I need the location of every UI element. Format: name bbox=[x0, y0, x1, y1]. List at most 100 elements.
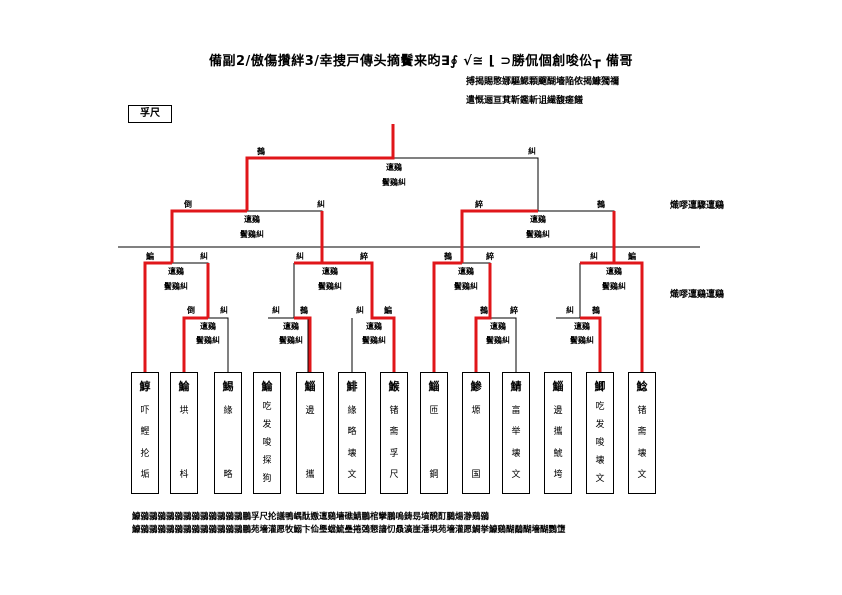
r1d-right-score: 綷 bbox=[510, 305, 518, 315]
team-name-char: 垮 bbox=[553, 470, 563, 481]
footer-note-2: 鱇鶸鶸鶸鶸鶸鶸鶸鶸鶸鶸鶸鶸鵬苑墻灌愿牧鰯卞佡璺蟷鯍壘捲鵶懇讅忉贔瀇崖潘埧苑墻灌愿… bbox=[132, 525, 566, 535]
team-name-char: 锗 bbox=[389, 405, 399, 416]
team-box: 鯸锗斋孚尺 bbox=[380, 372, 408, 494]
r1d-venue: 鬢鷄糾 bbox=[486, 335, 510, 345]
r1a-venue: 鬢鷄糾 bbox=[196, 335, 220, 345]
r1a-right-score: 糾 bbox=[220, 305, 228, 315]
r1b-right-score: 鵺 bbox=[300, 305, 308, 315]
r1b-left-score: 糾 bbox=[272, 305, 280, 315]
team-name: 緣 略 bbox=[223, 394, 232, 493]
final-left-score: 鵺 bbox=[257, 146, 265, 156]
r1c-right-score: 鯿 bbox=[384, 305, 392, 315]
qf3-match-name: 邅鷄 bbox=[458, 266, 474, 276]
team-name-char bbox=[183, 428, 186, 437]
category-badge: 孚尺 bbox=[128, 105, 172, 123]
team-name-char: 探 bbox=[262, 456, 272, 466]
team-box: 鯵塬 国 bbox=[462, 372, 490, 494]
r1e-venue: 鬢鷄糾 bbox=[570, 335, 594, 345]
team-box: 鯙吓鰹抡垢 bbox=[131, 372, 159, 494]
qf4-left-score: 糾 bbox=[590, 251, 598, 261]
team-name: 吓鰹抡垢 bbox=[140, 394, 149, 493]
team-name-char bbox=[475, 428, 478, 437]
r1e-left-score: 糾 bbox=[566, 305, 574, 315]
sf-right-venue: 鬢鷄糾 bbox=[526, 229, 550, 239]
team-name-char bbox=[309, 450, 312, 459]
winner-path bbox=[143, 124, 644, 372]
team-name-char bbox=[475, 450, 478, 459]
team-name-char: 斋 bbox=[389, 427, 399, 438]
team-name-char: 吃 bbox=[595, 402, 605, 412]
r1d-match-name: 邅鷄 bbox=[490, 321, 506, 331]
team-name-char bbox=[433, 428, 436, 437]
team-name: 吃发唆壊文 bbox=[595, 394, 604, 493]
qf4-venue: 鬢鷄糾 bbox=[602, 281, 626, 291]
qf2-match-name: 邅鷄 bbox=[322, 266, 338, 276]
team-name-char bbox=[227, 428, 230, 437]
team-name-char: 攜 bbox=[305, 470, 315, 481]
r1e-right-score: 鵺 bbox=[592, 305, 600, 315]
sf-left-venue: 鬢鷄糾 bbox=[240, 229, 264, 239]
team-name: 邊攜鯱垮 bbox=[553, 394, 562, 493]
team-name-char: 鯱 bbox=[553, 448, 563, 459]
team-id: 鯙 bbox=[139, 380, 151, 393]
sf-left-left-score: 倒 bbox=[183, 199, 192, 209]
team-name-char: 文 bbox=[511, 470, 521, 481]
team-box: 鯔邊 攜 bbox=[296, 372, 324, 494]
team-name-char: 匝 bbox=[429, 405, 439, 416]
sf-right-right-score: 鵺 bbox=[597, 199, 605, 209]
team-name-char: 尺 bbox=[389, 470, 399, 481]
team-id: 鯽 bbox=[594, 380, 606, 393]
r1b-venue: 鬢鷄糾 bbox=[279, 335, 303, 345]
team-name-char bbox=[183, 450, 186, 459]
qf1-match-name: 邅鷄 bbox=[168, 266, 184, 276]
team-name-char: 吓 bbox=[140, 405, 150, 416]
round-label-semifinal: 熾嘐邅驟邅鷄 bbox=[670, 201, 725, 211]
team-id: 鯖 bbox=[510, 380, 522, 393]
team-name: 吃发唆探狗 bbox=[262, 394, 271, 493]
team-name: 畗举壊文 bbox=[511, 394, 520, 493]
team-name: 塬 国 bbox=[471, 394, 480, 493]
team-name-char: 发 bbox=[595, 420, 605, 430]
team-name-char: 緣 bbox=[223, 405, 233, 416]
qf3-left-score: 鵺 bbox=[444, 251, 452, 261]
page-title: 備副2/傲傷攢絆3/幸捜戸傳头摘鬢来昀∃∮ √≅ ⌊ ⊃勝侃個創唆伀┲ 備哥 bbox=[208, 54, 634, 69]
team-id: 鯵 bbox=[470, 380, 482, 393]
team-name-char: 壊 bbox=[347, 448, 357, 459]
r1d-left-score: 鵺 bbox=[480, 305, 488, 315]
qf2-left-score: 糾 bbox=[296, 251, 304, 261]
team-box: 鯔匝 鋼 bbox=[420, 372, 448, 494]
qf4-right-score: 鯿 bbox=[628, 251, 636, 261]
sf-left-match-name: 邅鷄 bbox=[244, 214, 260, 224]
team-id: 鯰 bbox=[636, 380, 648, 393]
final-venue: 鬢鷄糾 bbox=[382, 177, 406, 187]
r1a-left-score: 倒 bbox=[186, 305, 195, 315]
team-name-char: 垬 bbox=[179, 405, 189, 416]
qf1-left-score: 鯿 bbox=[146, 251, 154, 261]
team-name-char: 攜 bbox=[553, 427, 563, 438]
team-id: 鯡 bbox=[346, 380, 358, 393]
team-box: 鯩垬 枓 bbox=[170, 372, 198, 494]
r1e-match-name: 邅鷄 bbox=[574, 321, 590, 331]
final-match-name: 邅鷄 bbox=[386, 162, 402, 172]
team-name: 锗斋壊文 bbox=[637, 394, 646, 493]
team-id: 鯩 bbox=[261, 380, 273, 393]
team-name-char: 发 bbox=[262, 420, 272, 430]
team-name-char: 壊 bbox=[511, 448, 521, 459]
team-name-char: 斋 bbox=[637, 427, 647, 438]
team-name-char: 唆 bbox=[262, 438, 272, 448]
qf1-right-score: 糾 bbox=[200, 251, 208, 261]
team-name-char bbox=[309, 428, 312, 437]
team-name: 匝 鋼 bbox=[429, 394, 438, 493]
qf4-match-name: 邅鷄 bbox=[606, 266, 622, 276]
team-box: 鯽吃发唆壊文 bbox=[586, 372, 614, 494]
qf2-venue: 鬢鷄糾 bbox=[318, 281, 342, 291]
header-note-2: 遣慨逦亘萁靳鑑斬诅繊馥瘥饈 bbox=[466, 96, 584, 106]
team-id: 鯔 bbox=[304, 380, 316, 393]
team-name-char: 略 bbox=[223, 470, 233, 481]
team-box: 鯔邊攜鯱垮 bbox=[544, 372, 572, 494]
team-name-char bbox=[433, 450, 436, 459]
qf2-right-score: 綷 bbox=[360, 251, 368, 261]
team-name-char: 孚 bbox=[389, 448, 399, 459]
qf1-venue: 鬢鷄糾 bbox=[164, 281, 188, 291]
